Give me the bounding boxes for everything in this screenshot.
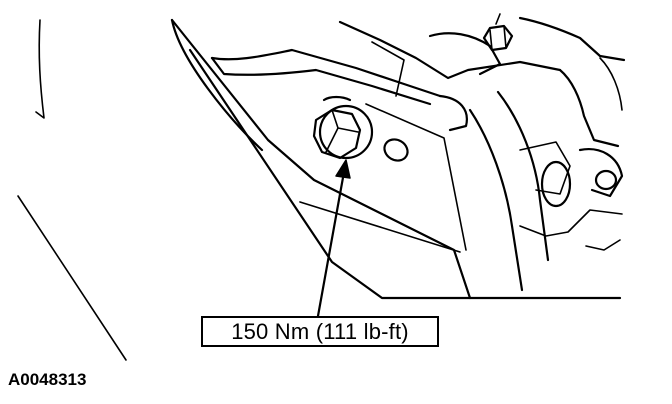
figure-reference-id: A0048313 xyxy=(8,370,87,389)
torque-callout-box: 150 Nm (111 lb-ft) xyxy=(201,316,439,347)
torque-leader-arrow xyxy=(316,159,351,318)
left-edge-lines xyxy=(17,19,127,361)
mount-bracket-plate xyxy=(170,18,622,300)
engine-components xyxy=(338,16,626,292)
mount-bolt-icon xyxy=(312,95,374,160)
upper-nut-icon xyxy=(482,13,514,52)
bracket-slot-icon xyxy=(383,138,409,162)
mount-strap xyxy=(210,48,468,132)
torque-callout-label: 150 Nm (111 lb-ft) xyxy=(231,318,409,344)
